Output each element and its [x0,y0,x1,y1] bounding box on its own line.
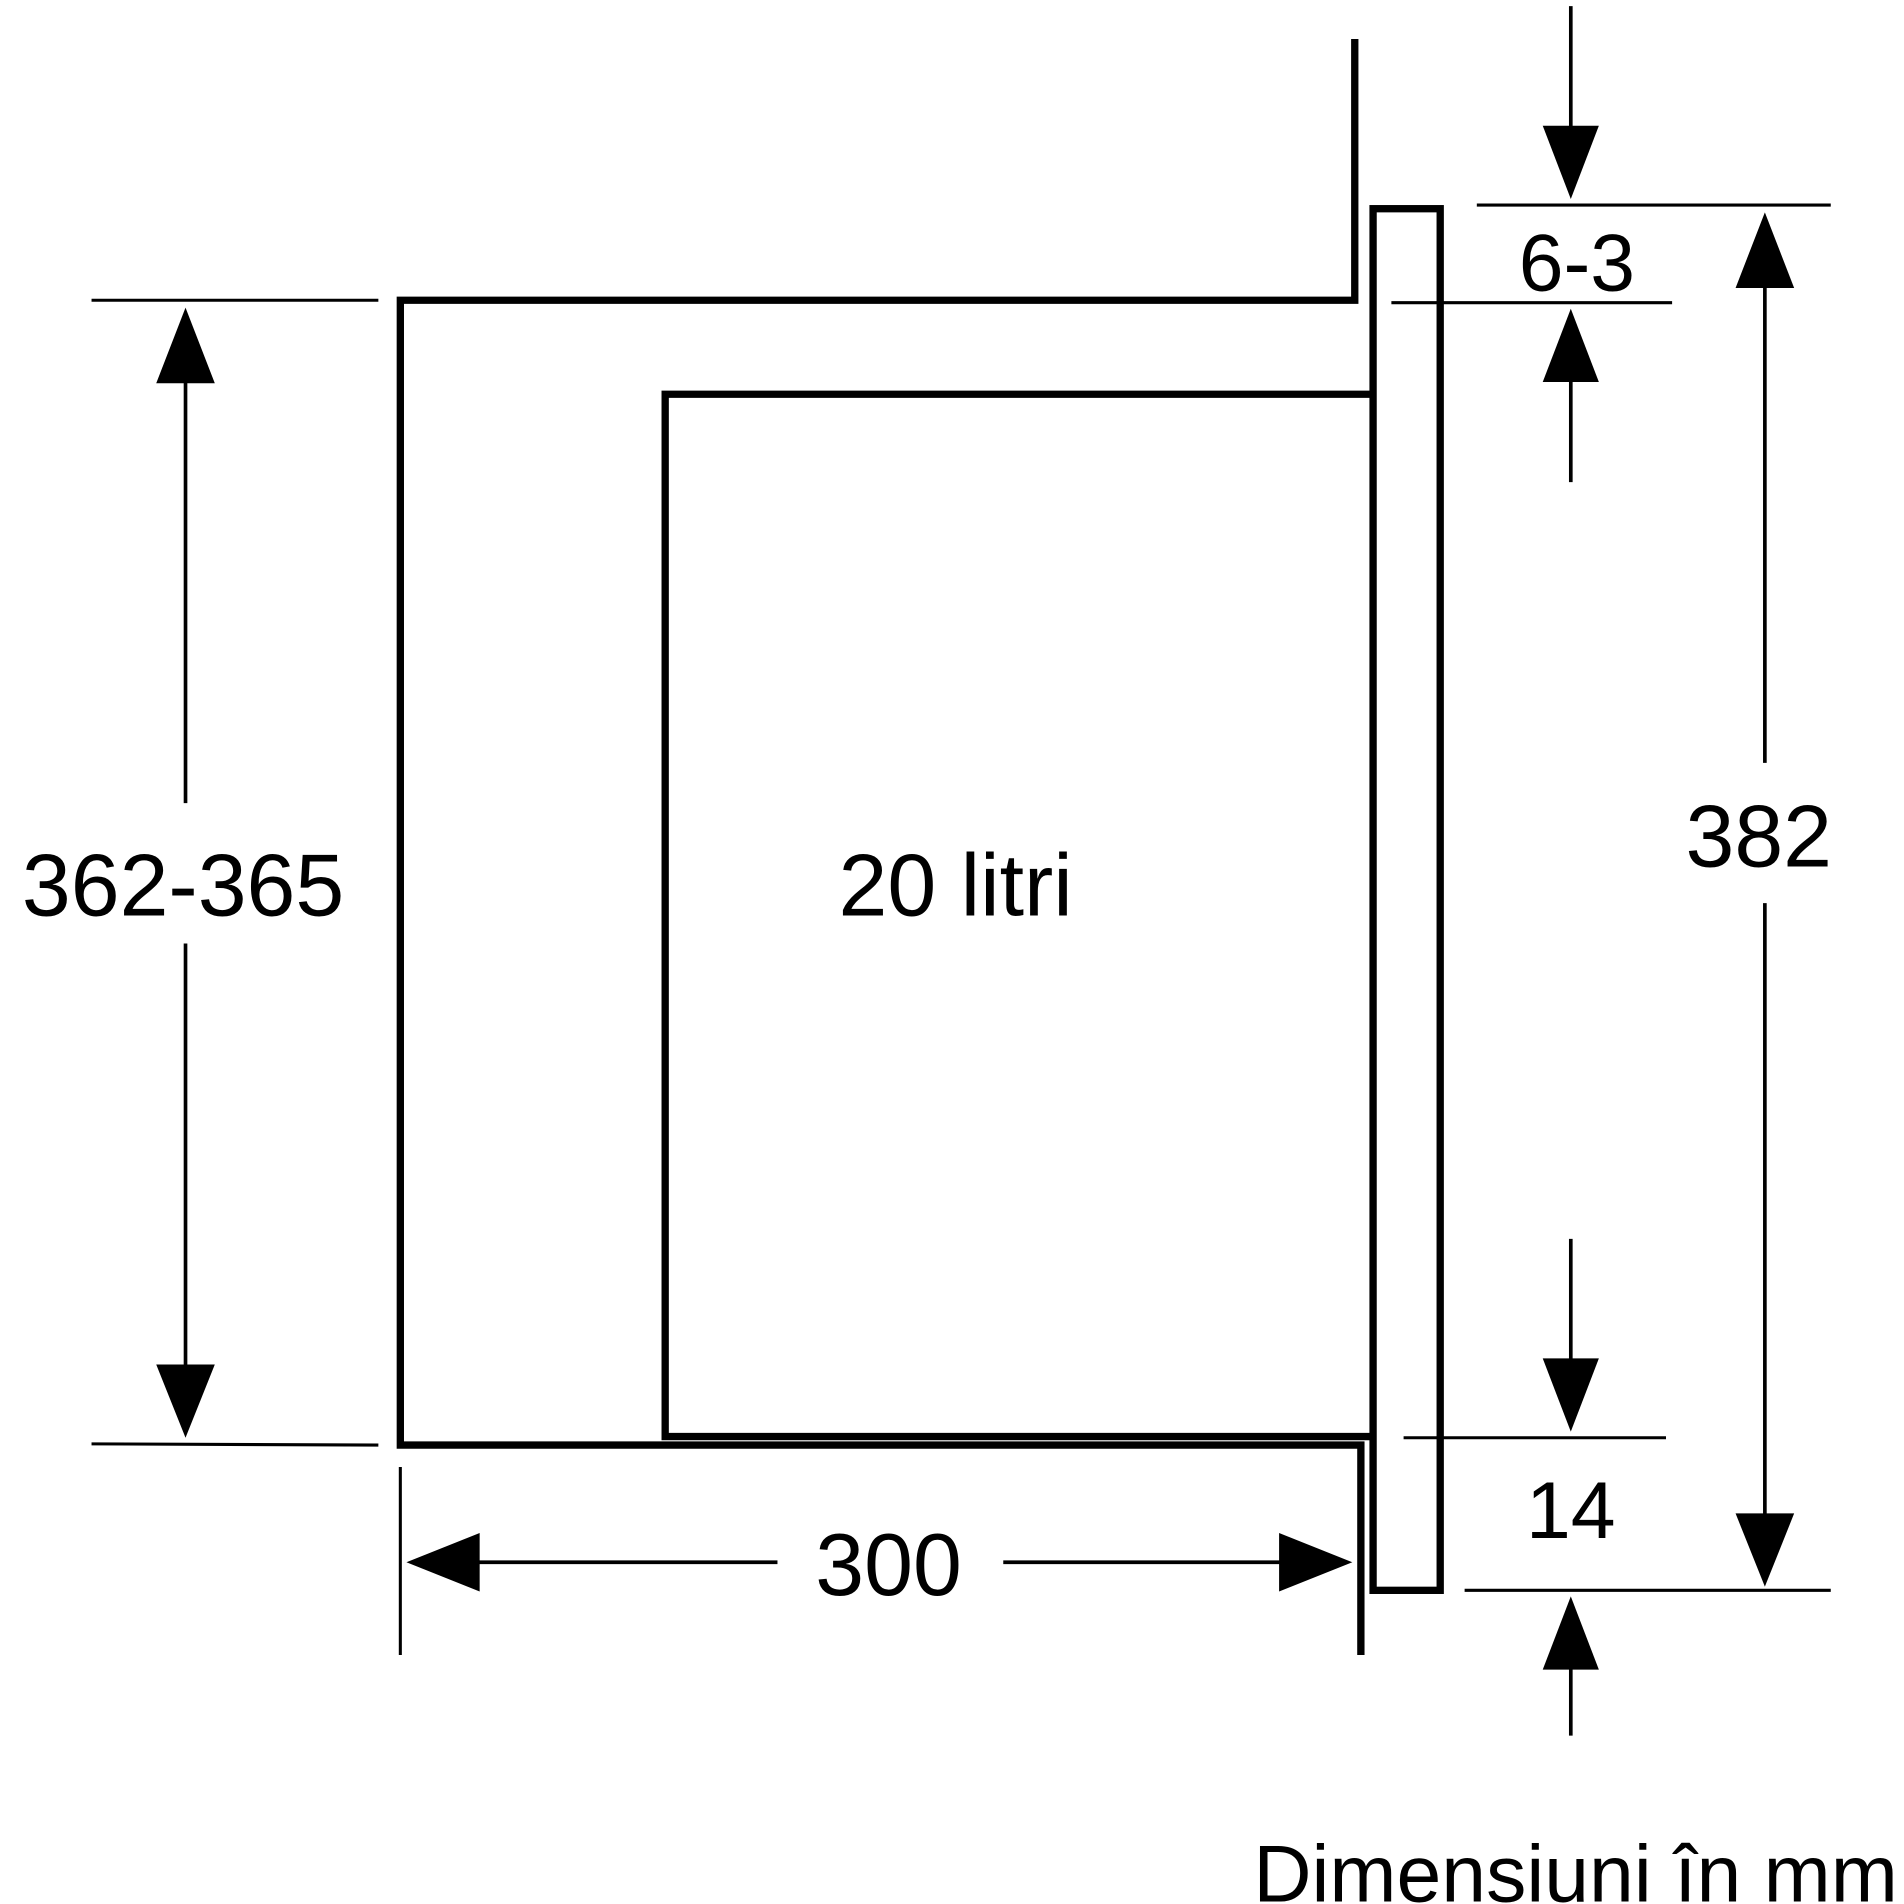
arrowhead-down [156,1364,215,1438]
units-note: Dimensiuni în mm [1253,1830,1898,1904]
arrowhead-up [1542,1596,1599,1670]
arrowhead-down [1542,125,1599,199]
arrowhead-right [1279,1532,1353,1592]
top-gap-label: 6-3 [1519,218,1635,308]
arrowhead-down [1542,1358,1599,1432]
arrowhead-up [156,307,215,384]
arrowhead-up [1735,212,1795,289]
depth-label: 300 [815,1515,962,1614]
extension-line [91,1442,379,1447]
front-height-label: 382 [1685,787,1832,886]
arrowhead-up [1542,308,1599,383]
cabinet-height-label: 362-365 [22,835,344,934]
arrowhead-left [406,1532,480,1592]
appliance-body [661,390,1374,1441]
front-panel [1369,205,1444,1594]
arrowhead-down [1735,1513,1795,1587]
bottom-gap-label: 14 [1526,1466,1616,1556]
volume-label: 20 litri [838,835,1072,934]
cabinet-outline [396,39,1365,1656]
